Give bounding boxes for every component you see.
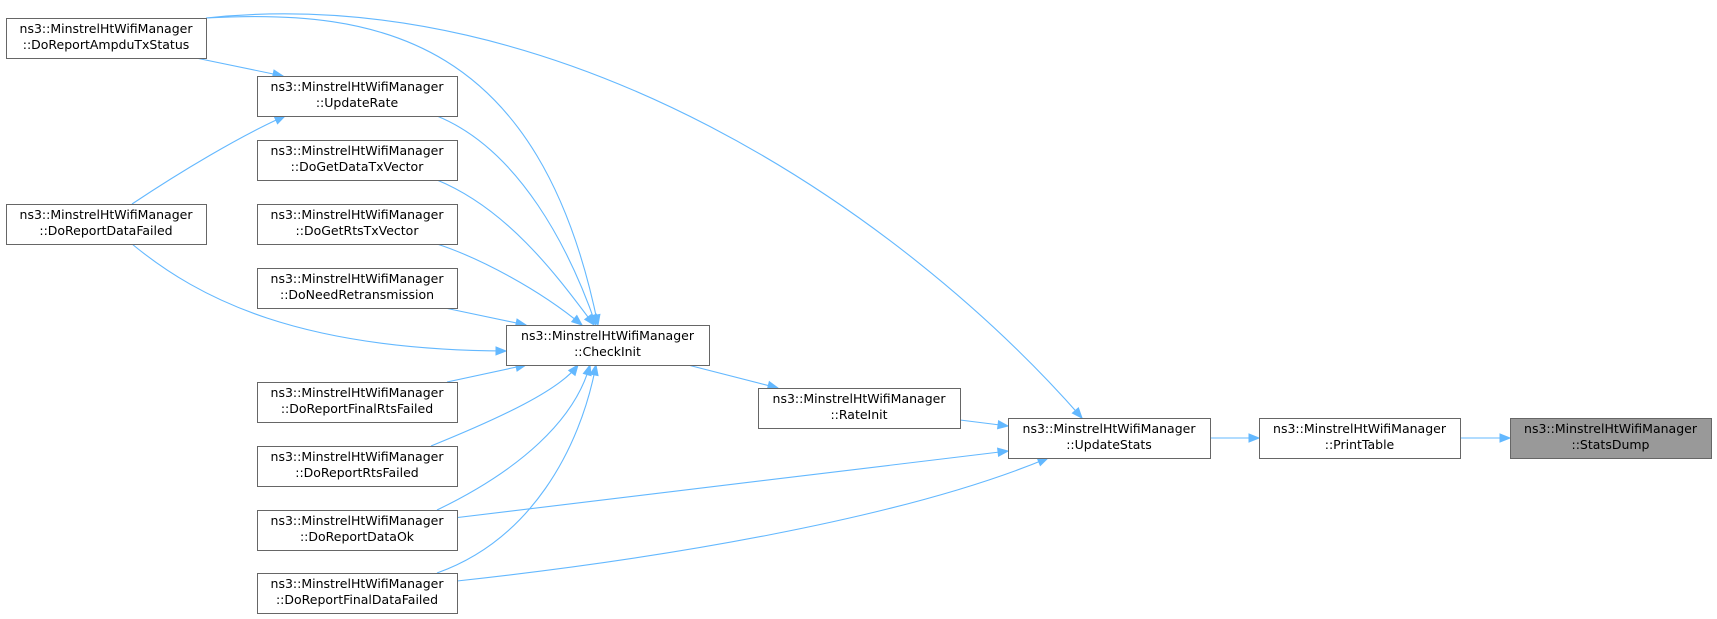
node-label-namespace: ns3::MinstrelHtWifiManager [1273,421,1447,436]
node-label-namespace: ns3::MinstrelHtWifiManager [20,207,194,222]
node-box-getrts[interactable] [257,204,458,245]
node-label-namespace: ns3::MinstrelHtWifiManager [20,21,194,36]
edge-getdata-to-checkinit [436,179,595,326]
edge-dataok-to-checkinit-arrowhead [582,363,592,377]
node-label-method: ::PrintTable [1325,437,1395,452]
node-rateinit[interactable]: ns3::MinstrelHtWifiManager::RateInit [758,388,961,429]
node-finalrts[interactable]: ns3::MinstrelHtWifiManager::DoReportFina… [257,382,458,423]
node-ampdu[interactable]: ns3::MinstrelHtWifiManager::DoReportAmpd… [6,18,207,59]
edge-printtable-to-statsdump-arrowhead [1499,433,1512,443]
graph-edges [131,13,1512,582]
node-statsdump[interactable]: ns3::MinstrelHtWifiManager::StatsDump [1510,418,1712,459]
edge-datafailed-to-checkinit-arrowhead [495,346,508,356]
edge-ampdu-to-updatestats-arrowhead [1071,406,1083,420]
node-box-getdata[interactable] [257,140,458,181]
edge-finaldata-to-checkinit-arrowhead [589,363,599,377]
node-box-ampdu[interactable] [6,18,207,59]
edge-rateinit-to-updatestats-arrowhead [996,419,1010,430]
edge-ampdu-to-updatestats [205,13,1083,419]
node-label-namespace: ns3::MinstrelHtWifiManager [1524,421,1698,436]
edge-rtsfailed-to-checkinit-arrowhead [567,363,579,377]
node-printtable[interactable]: ns3::MinstrelHtWifiManager::PrintTable [1259,418,1461,459]
node-getdata[interactable]: ns3::MinstrelHtWifiManager::DoGetDataTxV… [257,140,458,181]
node-box-statsdump[interactable] [1510,418,1712,459]
node-box-updatestats[interactable] [1008,418,1211,459]
node-label-namespace: ns3::MinstrelHtWifiManager [1023,421,1197,436]
node-dataok[interactable]: ns3::MinstrelHtWifiManager::DoReportData… [257,510,458,551]
node-label-namespace: ns3::MinstrelHtWifiManager [271,513,445,528]
node-label-namespace: ns3::MinstrelHtWifiManager [271,79,445,94]
edge-updatestats-to-printtable-arrowhead [1248,433,1261,443]
node-updaterate[interactable]: ns3::MinstrelHtWifiManager::UpdateRate [257,76,458,117]
edge-dataok-to-updatestats-arrowhead [997,447,1010,457]
node-label-namespace: ns3::MinstrelHtWifiManager [271,449,445,464]
node-label-method: ::CheckInit [574,344,641,359]
node-label-namespace: ns3::MinstrelHtWifiManager [271,143,445,158]
node-box-needretx[interactable] [257,268,458,309]
node-label-method: ::DoNeedRetransmission [280,287,434,302]
node-box-dataok[interactable] [257,510,458,551]
node-label-method: ::RateInit [830,407,887,422]
node-needretx[interactable]: ns3::MinstrelHtWifiManager::DoNeedRetran… [257,268,458,309]
edge-finaldata-to-updatestats [456,457,1049,582]
edge-checkinit-to-rateinit [687,364,779,389]
node-label-method: ::DoReportDataFailed [39,223,172,238]
node-label-namespace: ns3::MinstrelHtWifiManager [271,576,445,591]
node-label-method: ::DoReportFinalRtsFailed [281,401,433,416]
node-rtsfailed[interactable]: ns3::MinstrelHtWifiManager::DoReportRtsF… [257,446,458,487]
node-box-printtable[interactable] [1259,418,1461,459]
edge-needretx-to-checkinit [444,307,527,326]
edge-finalrts-to-checkinit [446,364,527,383]
node-label-method: ::DoGetDataTxVector [291,159,425,174]
node-box-updaterate[interactable] [257,76,458,117]
edge-ampdu-to-updaterate [195,57,284,77]
node-box-finaldata[interactable] [257,573,458,614]
edge-datafailed-to-checkinit [131,243,507,352]
node-label-method: ::DoReportFinalDataFailed [276,592,438,607]
edge-getrts-to-checkinit-arrowhead [570,314,584,326]
node-box-rateinit[interactable] [758,388,961,429]
edge-datafailed-to-updaterate [131,115,286,205]
node-label-method: ::DoReportDataOk [300,529,415,544]
edge-finaldata-to-updatestats-arrowhead [1036,457,1050,467]
graph-nodes: ns3::MinstrelHtWifiManager::DoReportAmpd… [6,18,1712,614]
node-box-finalrts[interactable] [257,382,458,423]
node-box-checkinit[interactable] [506,325,710,366]
edge-datafailed-to-updaterate-arrowhead [273,115,287,125]
node-label-method: ::StatsDump [1572,437,1650,452]
node-box-rtsfailed[interactable] [257,446,458,487]
node-label-namespace: ns3::MinstrelHtWifiManager [271,271,445,286]
node-label-method: ::DoGetRtsTxVector [296,223,420,238]
edge-dataok-to-updatestats [436,450,1009,521]
node-finaldata[interactable]: ns3::MinstrelHtWifiManager::DoReportFina… [257,573,458,614]
node-label-namespace: ns3::MinstrelHtWifiManager [271,207,445,222]
edge-rtsfailed-to-checkinit [430,364,579,447]
node-label-namespace: ns3::MinstrelHtWifiManager [271,385,445,400]
node-label-method: ::UpdateStats [1066,437,1152,452]
node-updatestats[interactable]: ns3::MinstrelHtWifiManager::UpdateStats [1008,418,1211,459]
edge-dataok-to-checkinit [436,364,591,511]
edge-finaldata-to-checkinit [436,364,597,574]
edge-updaterate-to-checkinit [436,115,597,326]
node-datafailed[interactable]: ns3::MinstrelHtWifiManager::DoReportData… [6,204,207,245]
edge-getdata-to-checkinit-arrowhead [583,313,595,327]
edge-getrts-to-checkinit [436,243,583,326]
node-box-datafailed[interactable] [6,204,207,245]
node-checkinit[interactable]: ns3::MinstrelHtWifiManager::CheckInit [506,325,710,366]
node-label-method: ::UpdateRate [316,95,399,110]
node-label-method: ::DoReportAmpduTxStatus [23,37,190,52]
node-label-namespace: ns3::MinstrelHtWifiManager [521,328,695,343]
node-label-method: ::DoReportRtsFailed [295,465,419,480]
edge-ampdu-to-checkinit [205,15,599,326]
node-getrts[interactable]: ns3::MinstrelHtWifiManager::DoGetRtsTxVe… [257,204,458,245]
node-label-namespace: ns3::MinstrelHtWifiManager [773,391,947,406]
